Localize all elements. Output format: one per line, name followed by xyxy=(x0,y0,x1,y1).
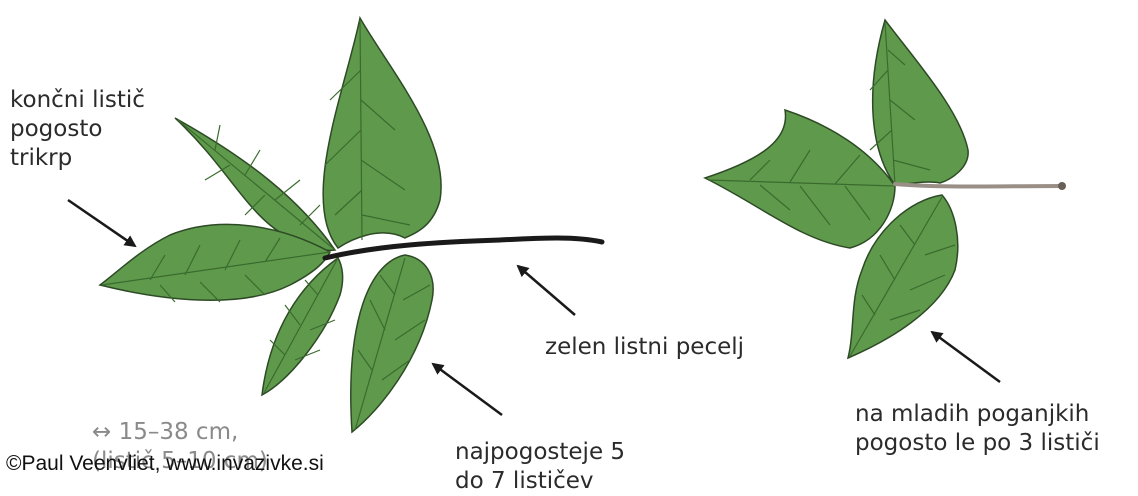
petiole-grey xyxy=(893,182,1064,189)
compound-leaf-5 xyxy=(98,15,605,434)
leaflet-top xyxy=(322,15,442,250)
label-terminal-leaflet: končni listič pogosto trikrp xyxy=(10,87,145,171)
arrow-young-shoots xyxy=(930,330,1001,384)
arrow-leaflet-count xyxy=(431,362,503,417)
compound-leaf-3 xyxy=(703,18,1066,360)
leaflet-right-top xyxy=(871,18,969,186)
arrow-terminal-leaflet xyxy=(67,198,137,248)
copyright-text: ©Paul Veenvliet, www.invazivke.si xyxy=(6,452,324,475)
label-leaflet-count: najpogosteje 5 do 7 lističev xyxy=(455,439,626,494)
arrow-petiole xyxy=(516,264,576,316)
label-petiole: zelen listni pecelj xyxy=(545,334,745,360)
leaflet-right-terminal xyxy=(703,108,896,249)
label-size: ↔ 15–38 cm, (listič 5–10 cm) xyxy=(92,419,268,474)
label-young-shoots: na mladih poganjkih pogosto le po 3 list… xyxy=(855,401,1100,456)
leaflet-lower-right xyxy=(350,254,434,434)
petiole-dark xyxy=(322,235,605,261)
leaflet-right-bottom xyxy=(846,194,959,360)
leaflet-terminal xyxy=(98,223,331,301)
